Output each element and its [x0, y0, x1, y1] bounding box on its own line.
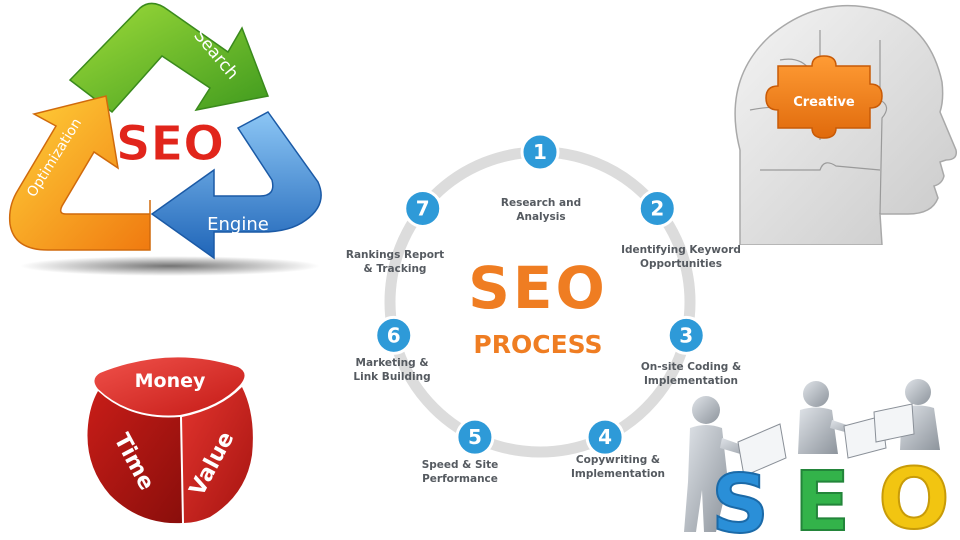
step-number-7: 7 [416, 196, 430, 220]
step-label-3: On-site Coding & Implementation [628, 360, 754, 388]
step-2-line1: Identifying Keyword [621, 244, 741, 256]
orange-arrow [8, 95, 151, 251]
green-arrow [68, 2, 270, 114]
step-number-3: 3 [679, 323, 693, 347]
step-node-4 [585, 417, 625, 457]
step-number-4: 4 [598, 425, 612, 449]
dice-top-face [94, 357, 245, 416]
step-5-line1: Speed & Site [421, 459, 499, 471]
step-7-line2: & Tracking [363, 263, 427, 275]
step-5-line2: Performance [422, 473, 498, 485]
engine-arrow-label: Engine [207, 214, 269, 235]
seo-letter-o: O [878, 450, 949, 540]
puzzle-head-image: Creative [720, 0, 960, 245]
step-3-line1: On-site Coding & [640, 361, 742, 373]
step-node-1 [520, 132, 560, 172]
step-node-2 [637, 188, 677, 228]
step-4-line1: Copywriting & [575, 454, 661, 466]
people-seo-image: S E O [668, 372, 960, 540]
step-number-2: 2 [650, 196, 664, 220]
step-number-1: 1 [533, 140, 547, 164]
step-2-line2: Opportunities [640, 258, 722, 270]
step-node-6 [374, 315, 414, 355]
step-number-5: 5 [468, 425, 482, 449]
creative-label: Creative [793, 95, 855, 110]
seo-cycle-logo: SEO Search Engine Optimization [0, 0, 340, 280]
step-number-6: 6 [387, 323, 401, 347]
step-6-line1: Marketing & [355, 357, 429, 369]
dice-money-text: Money [135, 370, 206, 392]
step-node-3 [666, 315, 706, 355]
seo-cycle-center-text: SEO [116, 116, 224, 172]
dice-image: Money Time Value [70, 345, 270, 535]
seo-letter-s: S [711, 458, 769, 540]
step-label-4: Copywriting & Implementation [558, 453, 678, 481]
seo-letter-e: E [794, 455, 850, 540]
process-title: SEO [468, 254, 608, 322]
step-node-7 [403, 188, 443, 228]
process-subtitle: PROCESS [473, 330, 603, 359]
step-label-2: Identifying Keyword Opportunities [606, 243, 756, 271]
step-7-line1: Rankings Report [345, 249, 445, 261]
creative-puzzle-piece [765, 55, 883, 139]
step-label-7: Rankings Report & Tracking [336, 248, 454, 276]
step-6-line2: Link Building [353, 371, 431, 383]
step-node-5 [455, 417, 495, 457]
step-label-6: Marketing & Link Building [336, 356, 448, 384]
step-1-line1: Research and [500, 197, 582, 209]
figure-left [684, 396, 756, 532]
step-1-line2: Analysis [516, 211, 566, 223]
dice-left-face [87, 391, 182, 524]
blue-arrow [150, 111, 322, 260]
step-4-line2: Implementation [570, 468, 666, 480]
step-3-line2: Implementation [643, 375, 739, 387]
step-label-1: Research and Analysis [486, 196, 596, 224]
laptop-icons [737, 403, 915, 477]
step-label-5: Speed & Site Performance [404, 458, 516, 486]
dice-right-face [182, 387, 253, 523]
